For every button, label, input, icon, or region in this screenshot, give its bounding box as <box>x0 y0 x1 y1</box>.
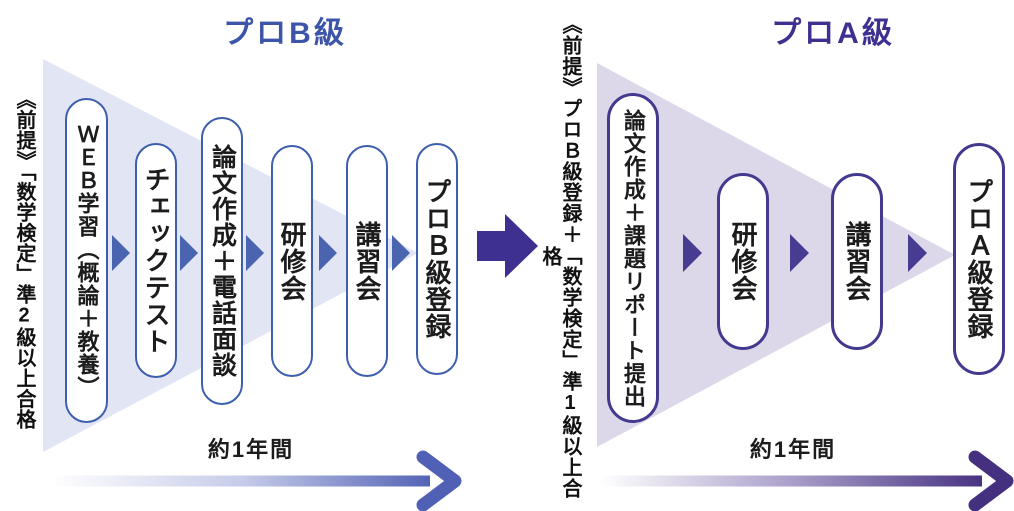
duration-arrow-a-head <box>968 450 1014 511</box>
step-pill-label: 研修会 <box>277 220 307 302</box>
step-pill-seminar-a: 講習会 <box>831 173 883 350</box>
level-up-arrow-icon <box>477 214 538 278</box>
step-arrow-icon <box>180 235 198 271</box>
pro-b-duration-label: 約1年間 <box>207 437 295 462</box>
step-pill-label: 講習会 <box>352 220 382 302</box>
step-pill-seminar-b: 講習会 <box>346 145 388 377</box>
step-pill-label: 講習会 <box>842 221 872 302</box>
step-pill-label: プロＡ級登録 <box>964 178 994 340</box>
step-arrow-icon <box>392 235 410 271</box>
step-pill-pro-a-registration: プロＡ級登録 <box>953 143 1005 375</box>
step-pill-label: 研修会 <box>728 221 758 302</box>
step-pill-label: チェックテスト <box>141 166 171 355</box>
step-pill-check-test: チェックテスト <box>135 143 177 378</box>
step-arrow-icon <box>908 234 927 272</box>
step-arrow-icon <box>112 235 130 271</box>
step-pill-web-learning: ＷＥＢ学習（概論＋教養） <box>65 98 108 423</box>
step-pill-thesis-report: 論文作成＋課題リポート提出 <box>607 93 659 423</box>
step-pill-training-b: 研修会 <box>271 145 313 377</box>
step-pill-label: プロＢ級登録 <box>422 178 452 340</box>
step-pill-label: 論文作成＋課題リポート提出 <box>621 108 646 408</box>
step-pill-thesis-interview: 論文作成＋電話面談 <box>201 117 243 405</box>
step-pill-label: ＷＥＢ学習（概論＋教養） <box>74 122 100 399</box>
step-pill-pro-b-registration: プロＢ級登録 <box>416 143 458 375</box>
pro-a-duration-label: 約1年間 <box>749 437 837 462</box>
step-arrow-icon <box>683 234 702 272</box>
prerequisite-left-label: 《前提》「数学検定」準2級以上合格 <box>13 88 35 430</box>
step-pill-training-a: 研修会 <box>717 173 769 350</box>
pro-a-title: プロA級 <box>771 17 895 50</box>
step-pill-label: 論文作成＋電話面談 <box>208 144 237 378</box>
step-arrow-icon <box>790 234 809 272</box>
duration-arrow-b-head <box>416 450 462 511</box>
pro-b-title: プロB級 <box>223 17 347 50</box>
step-arrow-icon <box>246 235 264 271</box>
prerequisite-middle-label: 《前提》プロＢ級登録＋「数学検定」準1級以上合格 <box>539 13 581 499</box>
step-arrow-icon <box>319 235 337 271</box>
pro-a-funnel-triangle <box>597 63 955 447</box>
